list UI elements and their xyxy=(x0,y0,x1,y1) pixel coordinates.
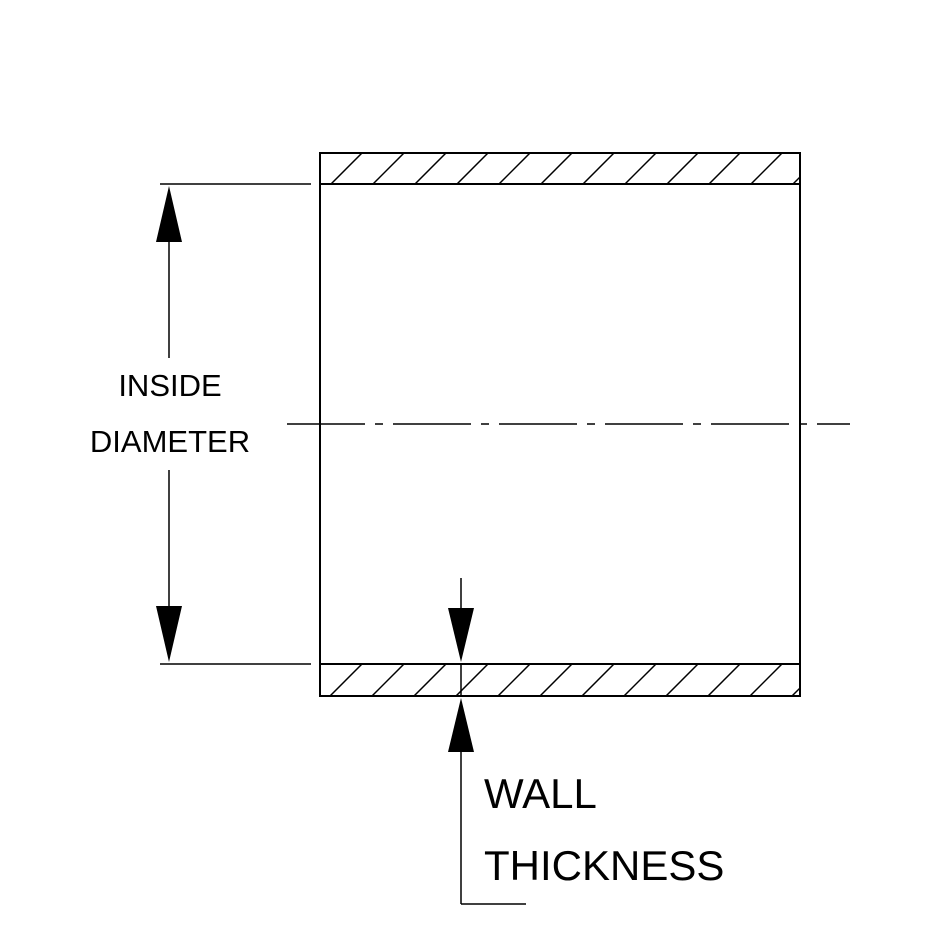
hatch-line xyxy=(498,153,531,184)
inside-diameter-label-line2: DIAMETER xyxy=(90,424,250,459)
wt-arrow-down xyxy=(448,608,474,662)
hatch-line xyxy=(372,153,405,184)
hatch-line xyxy=(624,153,657,184)
hatch-line xyxy=(371,664,405,696)
hatch-line xyxy=(320,153,321,155)
hatch-line xyxy=(749,664,783,696)
bottom-wall-hatching xyxy=(320,664,800,696)
hatch-line xyxy=(497,664,531,696)
hatch-line xyxy=(707,664,741,696)
hatch-line xyxy=(792,175,800,184)
hatch-line xyxy=(708,153,741,184)
hatch-line xyxy=(623,664,657,696)
top-wall-hatching xyxy=(320,153,800,184)
hatch-line xyxy=(330,153,363,184)
wall-thickness-label-line1: WALL xyxy=(484,770,597,817)
id-arrow-down xyxy=(156,606,182,662)
hatch-line xyxy=(666,153,699,184)
hatch-line xyxy=(582,153,615,184)
hatch-line xyxy=(329,664,363,696)
hatch-line xyxy=(456,153,489,184)
hatch-line xyxy=(413,664,447,696)
hatch-line xyxy=(791,686,800,696)
hatch-line xyxy=(750,153,783,184)
hatch-line xyxy=(414,153,447,184)
hatch-line xyxy=(581,664,615,696)
hatch-line xyxy=(320,664,321,666)
id-arrow-up xyxy=(156,186,182,242)
wall-thickness-dimension xyxy=(448,578,526,905)
wt-arrow-up xyxy=(448,698,474,752)
hatch-line xyxy=(540,153,573,184)
inside-diameter-label-line1: INSIDE xyxy=(118,368,221,403)
hatch-line xyxy=(665,664,699,696)
inside-diameter-dimension xyxy=(156,183,311,665)
hatch-line xyxy=(539,664,573,696)
wall-thickness-label-line2: THICKNESS xyxy=(484,842,724,889)
